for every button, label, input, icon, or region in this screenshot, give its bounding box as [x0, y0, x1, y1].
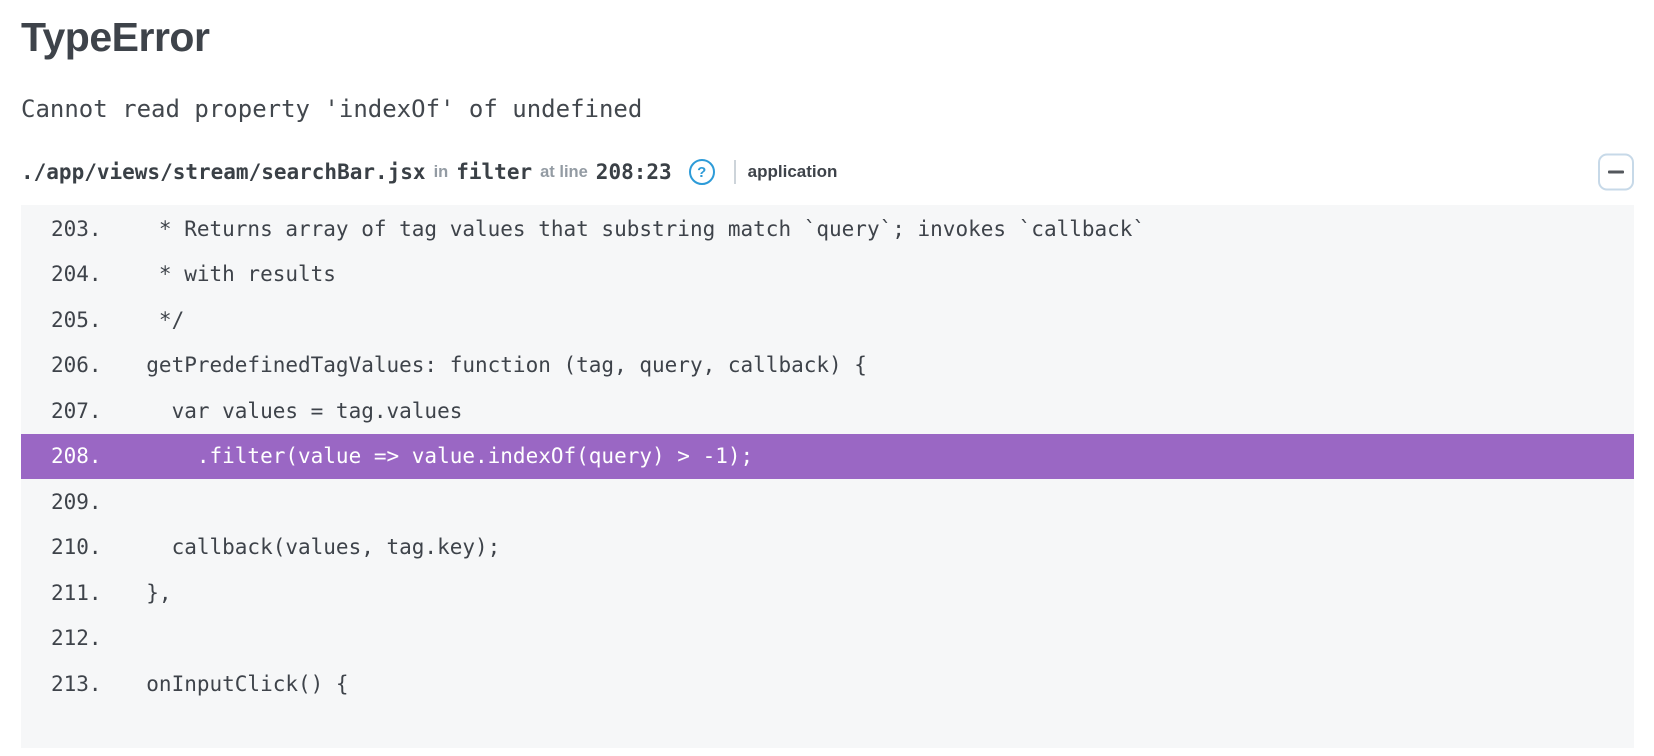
line-number: 208. [51, 444, 102, 469]
minus-icon [1608, 170, 1624, 174]
frame-line-column: 208:23 [595, 160, 672, 185]
line-number: 205. [51, 307, 102, 332]
frame-in-label: in [433, 162, 449, 181]
code-line: 206. getPredefinedTagValues: function (t… [21, 343, 1634, 389]
question-mark-circle-icon[interactable]: ? [688, 159, 715, 186]
line-number: 204. [51, 262, 102, 287]
frame-at-line-label: at line [540, 162, 588, 181]
code-line: 209. [21, 479, 1634, 525]
code-text: .filter(value => value.indexOf(query) > … [121, 444, 754, 469]
exception-detail: TypeError Cannot read property 'indexOf'… [0, 14, 1654, 748]
code-line: 212. [21, 616, 1634, 662]
code-text: var values = tag.values [121, 398, 463, 423]
line-number: 210. [51, 535, 102, 560]
code-text: * with results [121, 262, 336, 287]
code-text: getPredefinedTagValues: function (tag, q… [121, 353, 867, 378]
stack-frame-header: ./app/views/stream/searchBar.jsx in filt… [21, 152, 1634, 192]
code-line: 205. */ [21, 297, 1634, 343]
error-message: Cannot read property 'indexOf' of undefi… [21, 95, 643, 124]
code-line-highlighted: 208. .filter(value => value.indexOf(quer… [21, 433, 1634, 480]
frame-filename: ./app/views/stream/searchBar.jsx [21, 160, 426, 185]
source-context-block: 203. * Returns array of tag values that … [21, 205, 1634, 748]
vertical-divider [733, 160, 736, 185]
line-number: 209. [51, 489, 102, 514]
code-text: * Returns array of tag values that subst… [121, 216, 1146, 241]
line-number: 213. [51, 671, 102, 696]
code-line: 204. * with results [21, 252, 1634, 298]
code-text: }, [121, 580, 172, 605]
code-text: onInputClick() { [121, 671, 349, 696]
code-text: */ [121, 307, 185, 332]
line-number: 211. [51, 580, 102, 605]
code-line: 203. * Returns array of tag values that … [21, 206, 1634, 252]
line-number: 212. [51, 626, 102, 651]
code-line: 210. callback(values, tag.key); [21, 525, 1634, 571]
frame-module-label: application [747, 162, 838, 182]
line-number: 207. [51, 398, 102, 423]
code-line: 211. }, [21, 570, 1634, 616]
code-line: 213. onInputClick() { [21, 661, 1634, 707]
line-number: 203. [51, 216, 102, 241]
line-number: 206. [51, 353, 102, 378]
error-type-title: TypeError [21, 14, 210, 60]
code-text: callback(values, tag.key); [121, 535, 501, 560]
code-line: 207. var values = tag.values [21, 388, 1634, 434]
frame-function-name: filter [456, 160, 533, 185]
collapse-frame-button[interactable] [1598, 153, 1634, 191]
